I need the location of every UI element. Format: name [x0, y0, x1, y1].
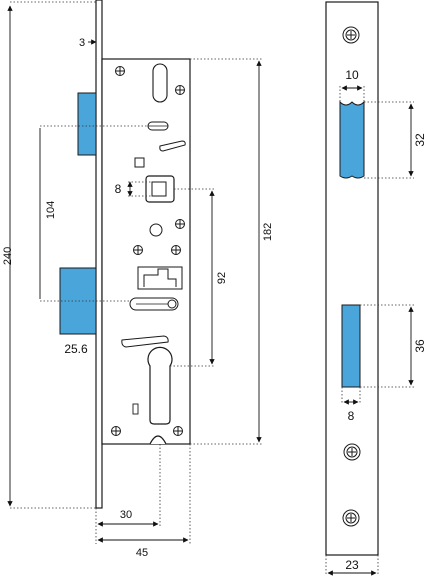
dim-case-depth: 45: [136, 547, 148, 559]
dim-latch-width: 10: [345, 68, 359, 82]
screw-icon: [111, 426, 121, 436]
dim-faceplate-width: 23: [345, 558, 359, 572]
screw-icon: [343, 443, 361, 461]
screw-icon: [342, 509, 360, 527]
screw-icon: [115, 66, 125, 76]
faceplate-front: [95, 0, 103, 509]
dim-backset: 30: [120, 509, 132, 521]
dim-spindle-square: 8: [115, 182, 122, 196]
dim-body-height: 182: [262, 223, 274, 241]
front-view: 240 3 104 8 182 92 25.6 30 45: [2, 0, 274, 559]
screw-icon: [171, 245, 181, 255]
dead-bolt-side: [341, 304, 361, 388]
latch-bolt-front: [77, 92, 97, 156]
euro-cylinder-icon: [147, 346, 173, 425]
dim-overall-height: 240: [2, 247, 14, 265]
faceplate-view: 10 32 36 8 23: [325, 1, 427, 576]
dim-latch-to-bolt: 104: [45, 201, 57, 219]
dim-spindle-to-cylinder: 92: [216, 272, 228, 284]
dim-bolt-width: 8: [348, 409, 355, 423]
screw-icon: [175, 85, 185, 95]
latch-bolt-side: [339, 100, 365, 179]
dim-latch-height: 32: [413, 133, 427, 147]
screw-icon: [342, 26, 360, 44]
dim-bolt-height: 36: [413, 339, 427, 353]
dim-faceplate-offset: 3: [79, 37, 85, 49]
screw-icon: [173, 426, 183, 436]
screw-icon: [133, 245, 143, 255]
faceplate-side: [325, 1, 379, 556]
screw-icon: [175, 219, 185, 229]
dim-bolt-throw: 25.6: [64, 342, 88, 356]
